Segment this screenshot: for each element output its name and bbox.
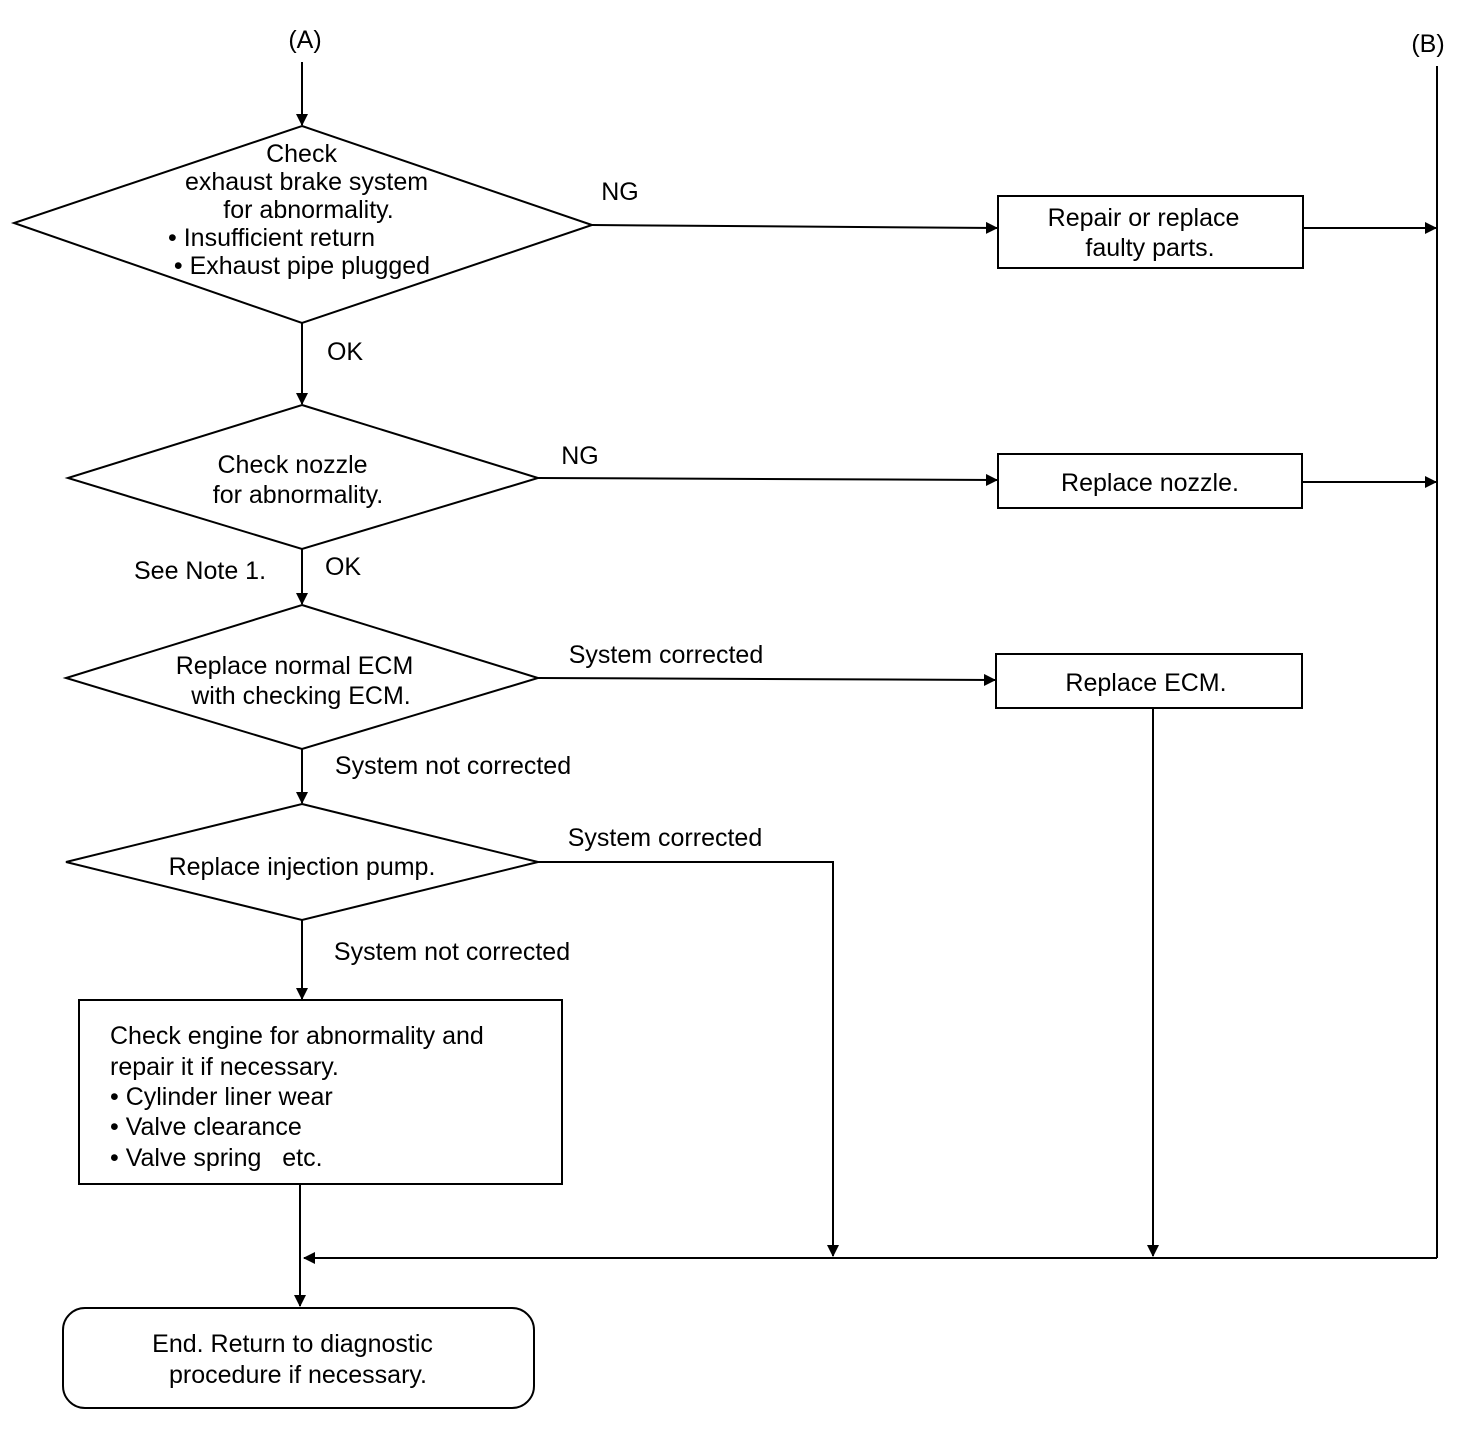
decision-replace-normal-ecm-text: Replace normal ECM with checking ECM. — [176, 652, 421, 710]
label-ok-1: OK — [327, 338, 363, 366]
label-system-corrected-1: System corrected — [569, 641, 764, 669]
decision-replace-pump-text: Replace injection pump. — [169, 853, 436, 881]
terminal-end-text: End. Return to diagnostic procedure if n… — [152, 1330, 440, 1389]
label-system-corrected-2: System corrected — [568, 824, 763, 852]
box-repair-replace-text: Repair or replace faulty parts. — [1048, 204, 1247, 262]
decision-check-exhaust-text: Check exhaust brake system for abnormali… — [168, 140, 435, 280]
box-replace-ecm — [995, 653, 1303, 709]
label-see-note-1: See Note 1. — [134, 557, 266, 585]
label-system-not-corrected-1: System not corrected — [335, 752, 571, 780]
decision-check-nozzle-text: Check nozzle for abnormality. — [213, 451, 383, 509]
arrow-ng-1 — [591, 221, 998, 234]
terminal-end — [62, 1307, 535, 1409]
connector-a: (A) — [288, 26, 321, 54]
arrow-corrected-1 — [537, 673, 996, 686]
box-check-engine — [78, 999, 563, 1185]
label-system-not-corrected-2: System not corrected — [334, 938, 570, 966]
connector-b: (B) — [1411, 30, 1444, 58]
arrow-ng-2 — [537, 473, 998, 486]
arrow-corrected-2 — [538, 861, 839, 1257]
box-repair-replace — [997, 195, 1304, 269]
box-replace-nozzle — [997, 453, 1303, 509]
box-check-engine-text: Check engine for abnormality and repair … — [110, 1022, 491, 1172]
box-replace-ecm-text: Replace ECM. — [1065, 669, 1226, 697]
label-ok-2: OK — [325, 553, 361, 581]
label-ng-2: NG — [561, 442, 599, 470]
box-replace-nozzle-text: Replace nozzle. — [1061, 469, 1239, 497]
label-ng-1: NG — [601, 178, 639, 206]
